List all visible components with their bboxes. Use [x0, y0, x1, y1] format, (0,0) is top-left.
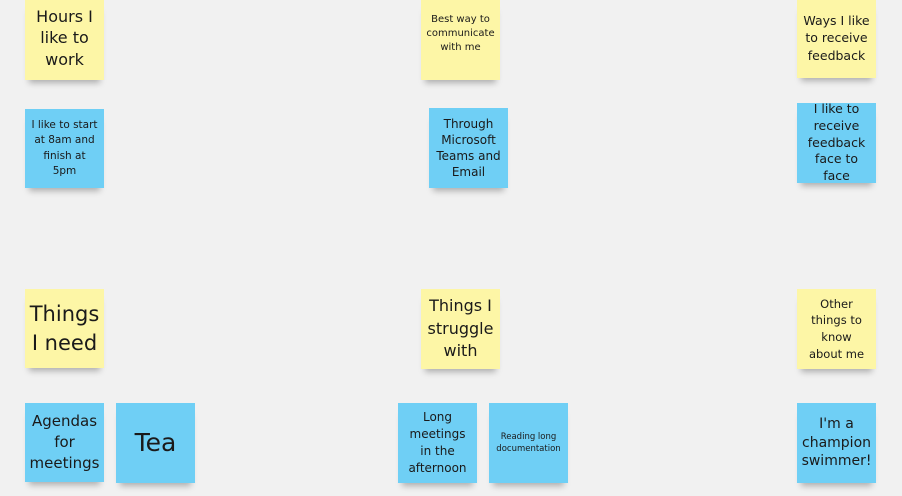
sticky-note-hours-header[interactable]: Hours I like to work	[25, 0, 104, 80]
sticky-note-text: Through Microsoft Teams and Email	[436, 116, 501, 180]
sticky-note-text: I like to receive feedback face to face	[807, 103, 866, 183]
sticky-note-text: Hours I like to work	[36, 6, 93, 69]
sticky-note-text: Reading long documentation	[496, 431, 561, 454]
sticky-note-struggle-answer-documentation[interactable]: Reading long documentation	[489, 403, 568, 483]
sticky-note-text: Ways I like to receive feedback	[803, 12, 870, 63]
sticky-note-hours-answer[interactable]: I like to start at 8am and finish at 5pm	[25, 109, 104, 188]
sticky-note-other-header[interactable]: Other things to know about me	[797, 289, 876, 369]
sticky-note-text: Tea	[134, 428, 177, 458]
sticky-note-text: Best way to communicate with me	[426, 14, 495, 53]
sticky-note-feedback-header[interactable]: Ways I like to receive feedback	[797, 0, 876, 78]
sticky-note-text: I like to start at 8am and finish at 5pm	[31, 119, 98, 177]
sticky-note-text: I'm a champion swimmer!	[801, 415, 872, 470]
sticky-note-text: Agendas for meetings	[29, 412, 100, 472]
sticky-note-struggle-header[interactable]: Things I struggle with	[421, 289, 500, 369]
sticky-note-communicate-answer[interactable]: Through Microsoft Teams and Email	[429, 108, 508, 188]
sticky-note-text: Other things to know about me	[808, 296, 865, 361]
sticky-note-need-answer-tea[interactable]: Tea	[116, 403, 195, 483]
sticky-note-struggle-answer-meetings[interactable]: Long meetings in the afternoon	[398, 403, 477, 483]
sticky-note-text: Long meetings in the afternoon	[408, 410, 467, 475]
sticky-note-feedback-answer[interactable]: I like to receive feedback face to face	[797, 103, 876, 183]
sticky-note-need-header[interactable]: Things I need	[25, 289, 104, 368]
sticky-note-text: Things I need	[29, 302, 100, 355]
sticky-note-other-answer[interactable]: I'm a champion swimmer!	[797, 403, 876, 483]
sticky-note-text: Things I struggle with	[427, 296, 494, 361]
sticky-note-need-answer-agendas[interactable]: Agendas for meetings	[25, 403, 104, 482]
sticky-note-communicate-header[interactable]: Best way to communicate with me	[421, 0, 500, 80]
